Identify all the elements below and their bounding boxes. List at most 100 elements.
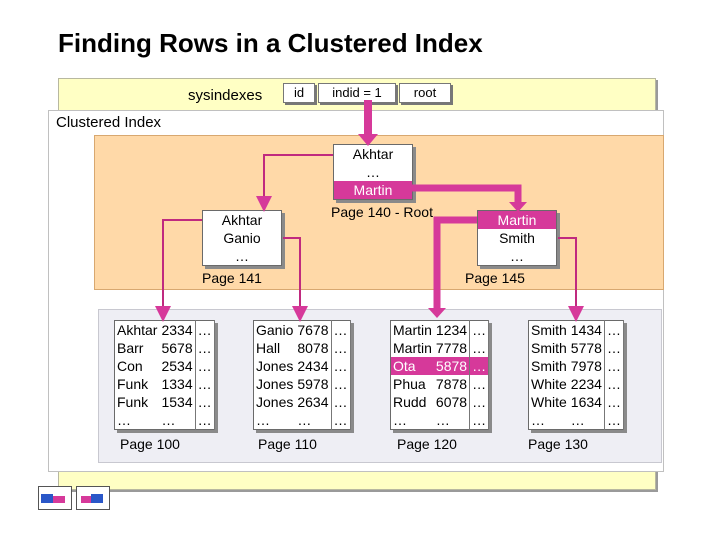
root-page-box: Akhtar … Martin [333,144,413,200]
leaf-cell: White [531,394,567,410]
leaf-cell: … [469,393,490,411]
leaf-cell: 8078 [297,340,329,356]
leaf-cell: … [330,411,351,430]
leaf-cell: … [330,357,351,375]
intermediate-row: … [235,248,249,264]
leaf-cell: Jones [256,358,294,374]
slide-thumbnail-icon[interactable] [38,486,72,510]
leaf-cell: Hall [256,340,281,356]
slide-thumbnail-icon [41,494,65,503]
leaf-cell: 2434 [297,358,329,374]
leaf-cell: … [161,412,176,428]
intermediate-page-141-box: Akhtar Ganio … [202,210,282,266]
leaf-cell: Martin [393,340,432,356]
leaf-cell: 5978 [297,376,329,392]
leaf-cell: Akhtar [117,322,158,338]
leaf-cell: Ganio [256,322,294,338]
intermediate-row-highlight: Martin [478,211,556,229]
page145-to-page120-arrow [433,216,477,310]
leaf-cell: … [393,412,407,428]
leaf-cell: 7978 [570,358,602,374]
leaf-page-120-caption: Page 120 [397,436,457,452]
leaf-cell: … [256,412,270,428]
leaf-cell: … [603,339,624,357]
sysindexes-id-cell: id [283,83,315,103]
root-row: Akhtar [352,146,394,162]
leaf-cell: Smith [531,322,567,338]
leaf-cell: 2234 [570,376,602,392]
leaf-page-130-caption: Page 130 [528,436,588,452]
leaf-page-110-caption: Page 110 [258,436,317,452]
leaf-cell: … [531,412,545,428]
page141-to-page100-line [155,219,202,322]
root-to-page145-arrow [411,184,522,204]
leaf-cell: … [603,411,624,430]
leaf-cell: … [330,375,351,393]
sysindexes-indid-cell: indid = 1 [318,83,396,103]
leaf-cell: White [531,376,567,392]
leaf-cell: 2634 [297,394,329,410]
leaf-cell: … [469,411,490,430]
leaf-cell: … [330,320,351,339]
leaf-cell: 5678 [161,340,193,356]
leaf-cell: Martin [393,322,432,338]
root-page-caption: Page 140 - Root [331,204,433,220]
intermediate-row: Ganio [223,230,261,246]
root-row: … [366,164,380,180]
intermediate-row: Smith [499,230,535,246]
leaf-cell: 1634 [570,394,602,410]
leaf-cell: 1534 [161,394,193,410]
leaf-cell: … [469,339,490,357]
leaf-cell: 7878 [435,376,468,392]
leaf-cell: … [435,412,450,428]
leaf-cell: Smith [531,358,567,374]
leaf-cell: 1334 [161,376,193,392]
intermediate-row: … [510,248,524,264]
leaf-cell: … [117,412,131,428]
leaf-cell: 1434 [570,322,602,338]
root-to-page141-line [256,154,333,212]
leaf-cell: 1234 [435,322,468,338]
slide-thumbnail-icon[interactable] [76,486,110,510]
leaf-cell: … [469,357,490,375]
leaf-cell: … [469,320,490,339]
slide-thumbnail-icon [81,494,103,503]
leaf-cell: Phua [393,376,426,392]
leaf-cell: … [603,375,624,393]
leaf-cell: Rudd [393,394,427,410]
leaf-cell: Barr [117,340,144,356]
leaf-cell: Funk [117,394,149,410]
page145-to-page120-arrowhead [428,308,446,318]
leaf-cell: … [194,339,215,357]
leaf-cell: … [194,357,215,375]
leaf-cell: … [194,411,215,430]
leaf-cell: Jones [256,394,294,410]
leaf-cell: … [469,375,490,393]
page-title: Finding Rows in a Clustered Index [58,28,483,58]
leaf-cell: … [194,393,215,411]
page145-to-page130-line [558,237,584,322]
intermediate-page-145-caption: Page 145 [465,270,525,286]
leaf-cell: Smith [531,340,567,356]
leaf-cell: … [603,357,624,375]
leaf-cell: Funk [117,376,149,392]
intermediate-row: Akhtar [221,212,263,228]
leaf-cell: … [570,412,585,428]
leaf-cell: … [603,320,624,339]
leaf-cell: 5778 [570,340,602,356]
intermediate-page-145-box: Martin Smith … [477,210,557,266]
leaf-cell: 7678 [297,322,329,338]
leaf-cell: … [330,339,351,357]
sysindexes-root-cell: root [399,83,451,103]
clustered-index-label: Clustered Index [56,114,162,131]
leaf-cell: … [603,393,624,411]
leaf-cell: … [297,412,312,428]
leaf-cell: … [194,375,215,393]
intermediate-page-141-caption: Page 141 [202,270,262,286]
